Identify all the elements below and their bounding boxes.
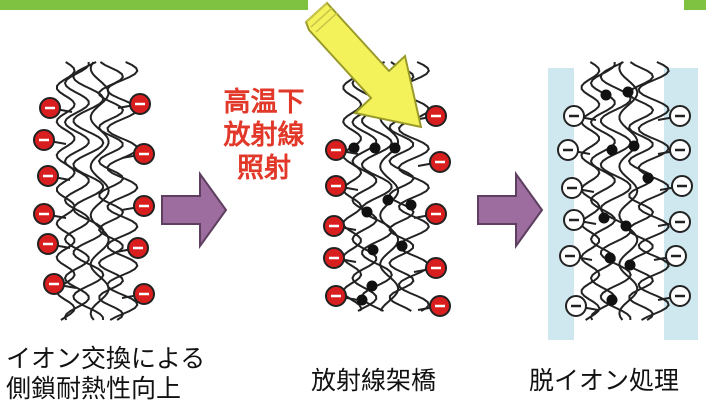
ion-group [413, 105, 447, 127]
ion-group [121, 195, 155, 217]
stage2-caption: 放射線架橋 [311, 366, 437, 395]
process-arrow-2 [477, 170, 544, 250]
polymer-chain [72, 61, 105, 321]
stage3-crosslinks [598, 86, 654, 306]
ion-group [557, 139, 591, 161]
crosslink-point [369, 142, 381, 154]
crosslink-point [642, 172, 654, 184]
crosslink-point [606, 144, 618, 156]
crosslink-point [366, 280, 378, 292]
ion-group [413, 257, 447, 279]
polymer-chain [618, 61, 639, 321]
ion-group [659, 175, 693, 197]
stage1-caption-line1: イオン交換による [6, 344, 206, 373]
ion-group [37, 233, 71, 255]
ion-group [417, 151, 451, 173]
crosslink-point [606, 294, 618, 306]
ion-group [653, 245, 687, 267]
ion-group [117, 93, 151, 115]
ion-group [417, 295, 451, 317]
ion-group [323, 215, 357, 237]
ion-group [657, 139, 691, 161]
crosslink-point [624, 259, 636, 271]
stage2-crosslinks [348, 142, 417, 306]
ion-group [325, 175, 359, 197]
radiation-arrow [304, 1, 423, 129]
header-accent-bar-right [684, 0, 706, 10]
stage3-caption: 脱イオン処理 [529, 366, 680, 395]
ion-group [37, 165, 71, 187]
header-accent-bar-left [0, 0, 308, 10]
ion-group [325, 285, 359, 307]
ion-group [563, 209, 597, 231]
ion-group [657, 285, 691, 307]
crosslink-point [348, 142, 360, 154]
ion-group [115, 237, 149, 259]
crosslink-point [405, 199, 417, 211]
crosslink-point [382, 194, 394, 206]
condition-line-2: 放射線 [223, 120, 305, 151]
crosslink-point [396, 240, 408, 252]
ion-group [33, 129, 67, 151]
ion-group [565, 295, 599, 317]
stage1-polymer-bundle [55, 61, 139, 321]
polymer-chain [63, 61, 90, 321]
crosslink-point [620, 220, 632, 232]
ion-group [413, 203, 447, 225]
ion-group [121, 283, 155, 305]
crosslink-point [622, 86, 634, 98]
ion-group [39, 97, 73, 119]
crosslink-point [604, 252, 616, 264]
polymer-chain [599, 61, 632, 321]
stage1-caption-line2: 側鎖耐熱性向上 [6, 374, 182, 403]
crosslink-point [628, 140, 640, 152]
polymer-chain [89, 61, 110, 321]
ion-group [657, 105, 691, 127]
crosslink-point [598, 212, 610, 224]
ion-group [121, 143, 155, 165]
crosslink-point [389, 142, 401, 154]
irradiation-condition-label: 高温下 放射線 照射 [200, 86, 328, 185]
process-arrow-1 [161, 170, 228, 250]
polymer-chain [637, 61, 670, 321]
condition-line-3: 照射 [237, 153, 291, 184]
stage1-ion-groups [33, 93, 155, 305]
crosslink-point [356, 294, 368, 306]
crosslink-point [600, 89, 612, 101]
ion-group [33, 203, 67, 225]
crosslink-point [367, 244, 379, 256]
stage1-caption: イオン交換による 側鎖耐熱性向上 [6, 344, 205, 404]
polymer-chain [589, 61, 616, 321]
ion-group [561, 177, 595, 199]
ion-group [563, 105, 597, 127]
ion-group [43, 273, 77, 295]
condition-line-1: 高温下 [223, 87, 305, 118]
stage3-ion-groups [557, 105, 693, 317]
ion-group [559, 245, 593, 267]
crosslink-point [361, 206, 373, 218]
ion-group [657, 211, 691, 233]
stage2-ion-groups [323, 105, 451, 317]
ion-group [325, 139, 359, 161]
stage3-polymer-bundle [580, 61, 670, 321]
ion-group [323, 247, 357, 269]
polymer-chain [55, 61, 76, 321]
